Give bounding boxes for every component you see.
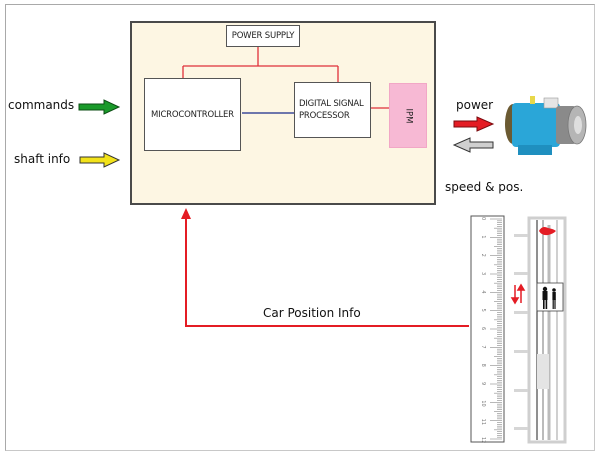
- passengers-icon: [542, 286, 556, 309]
- ruler-label: 9: [480, 382, 486, 385]
- elevator-car: [536, 282, 564, 312]
- speed-pos-arrow-icon: [452, 137, 494, 153]
- power-supply-label: POWER SUPPLY: [231, 31, 295, 41]
- counterweight: [537, 354, 549, 389]
- dsp-block: DIGITAL SIGNAL PROCESSOR: [294, 82, 371, 138]
- ipm-block: IPM: [389, 83, 427, 148]
- ruler-label: 4: [480, 290, 486, 293]
- power-arrow-icon: [453, 116, 495, 132]
- ruler-label: 0: [480, 217, 486, 220]
- floor-markers: [514, 234, 528, 430]
- ruler-label: 10: [480, 400, 486, 406]
- ruler-label: 7: [480, 345, 486, 348]
- outer-frame: [5, 4, 595, 451]
- ruler-label: 2: [480, 254, 486, 257]
- feedback-arrowhead-icon: [181, 208, 191, 219]
- car-position-label: Car Position Info: [263, 306, 361, 320]
- up-down-arrows-icon: [510, 283, 526, 305]
- dsp-label-line2: PROCESSOR: [299, 111, 350, 121]
- ruler-label: 11: [480, 419, 486, 425]
- microcontroller-block: MICROCONTROLLER: [144, 78, 241, 151]
- ruler-label: 3: [480, 272, 486, 275]
- dsp-label-line1: DIGITAL SIGNAL: [299, 99, 364, 109]
- ruler-label: 12: [480, 437, 486, 443]
- ruler-label: 8: [480, 364, 486, 367]
- sheave-icon: [539, 227, 556, 236]
- elevator-shaft: [514, 216, 567, 444]
- power-supply-block: POWER SUPPLY: [226, 25, 300, 47]
- power-wiring: [182, 47, 389, 109]
- ruler-label: 1: [480, 235, 486, 238]
- ipm-label: IPM: [403, 108, 413, 123]
- shaft-info-arrow-icon: [79, 152, 121, 168]
- ruler-label: 6: [480, 327, 486, 330]
- microcontroller-label: MICROCONTROLLER: [151, 109, 234, 120]
- commands-label: commands: [8, 98, 75, 112]
- ruler-label: 5: [480, 309, 486, 312]
- shaft-info-label: shaft info: [14, 152, 71, 166]
- commands-arrow-icon: [78, 99, 121, 115]
- speed-pos-label: speed & pos.: [445, 180, 524, 194]
- power-label: power: [456, 98, 494, 112]
- motor-icon: [505, 96, 587, 155]
- car-position-feedback: [181, 208, 469, 327]
